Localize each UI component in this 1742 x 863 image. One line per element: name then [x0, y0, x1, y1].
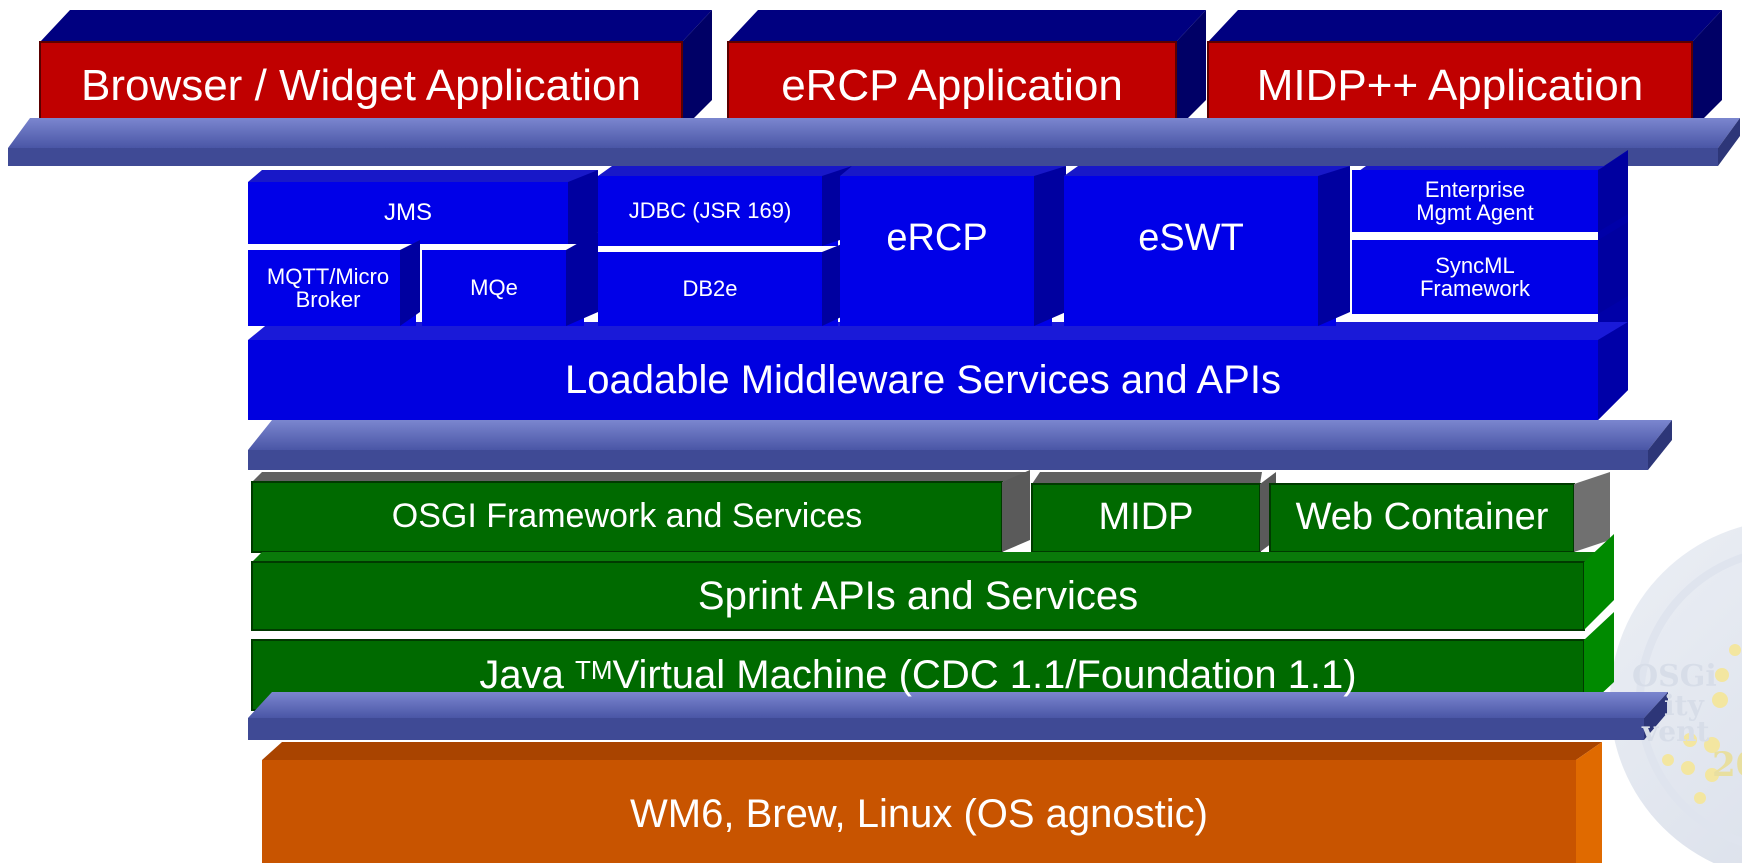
enterprise-label: Enterprise Mgmt Agent — [1352, 170, 1598, 232]
middleware-block — [248, 150, 1628, 420]
os-block — [262, 742, 1602, 863]
platter-bottom — [248, 692, 1668, 740]
os-label: WM6, Brew, Linux (OS agnostic) — [630, 792, 1208, 836]
jvm-label-prefix: Java — [479, 653, 564, 697]
app-label-midp-plus: MIDP++ Application — [1256, 60, 1644, 110]
app-box-midp-plus — [1207, 10, 1722, 131]
trademark-mark: TM — [574, 655, 613, 686]
mqe-label: MQe — [470, 275, 518, 301]
osgi-label: OSGI Framework and Services — [391, 497, 863, 536]
app-label-browser: Browser / Widget Application — [80, 60, 642, 110]
eswt-label: eSWT — [1138, 217, 1244, 260]
app-box-ercp — [727, 10, 1206, 131]
syncml-label-line1: SyncML — [1435, 252, 1515, 278]
jdbc-label: JDBC (JSR 169) — [628, 198, 792, 224]
ercp-label: eRCP — [886, 217, 988, 260]
watermark-text-osgi: OSGi — [1632, 659, 1717, 694]
platter-top — [8, 118, 1740, 166]
mqtt-label: MQTT/Micro Broker — [248, 250, 408, 326]
web-container-label: Web Container — [1295, 496, 1549, 539]
enterprise-label-line2: Mgmt Agent — [1416, 200, 1534, 225]
enterprise-label-line1: Enterprise — [1424, 176, 1526, 202]
sprint-label: Sprint APIs and Services — [697, 574, 1139, 618]
mqtt-label-line1: MQTT/Micro — [266, 263, 390, 289]
watermark-year: 20 — [1712, 745, 1742, 785]
loadable-middleware-label: Loadable Middleware Services and APIs — [565, 358, 1281, 402]
midp-label: MIDP — [1098, 496, 1194, 539]
db2e-label: DB2e — [682, 276, 738, 302]
syncml-label: SyncML Framework — [1352, 240, 1598, 314]
app-label-ercp: eRCP Application — [781, 60, 1123, 110]
watermark-text-line2: ity — [1664, 689, 1704, 722]
platter-middle — [248, 420, 1672, 470]
jms-label: JMS — [384, 199, 432, 227]
watermark-text-line3: vent — [1642, 715, 1710, 748]
syncml-label-line2: Framework — [1419, 276, 1530, 301]
jvm-label: Java TM Virtual Machine (CDC 1.1/Foundat… — [252, 640, 1584, 710]
mqtt-label-line2: Broker — [295, 287, 361, 312]
jvm-label-suffix: Virtual Machine (CDC 1.1/Foundation 1.1) — [612, 653, 1357, 697]
